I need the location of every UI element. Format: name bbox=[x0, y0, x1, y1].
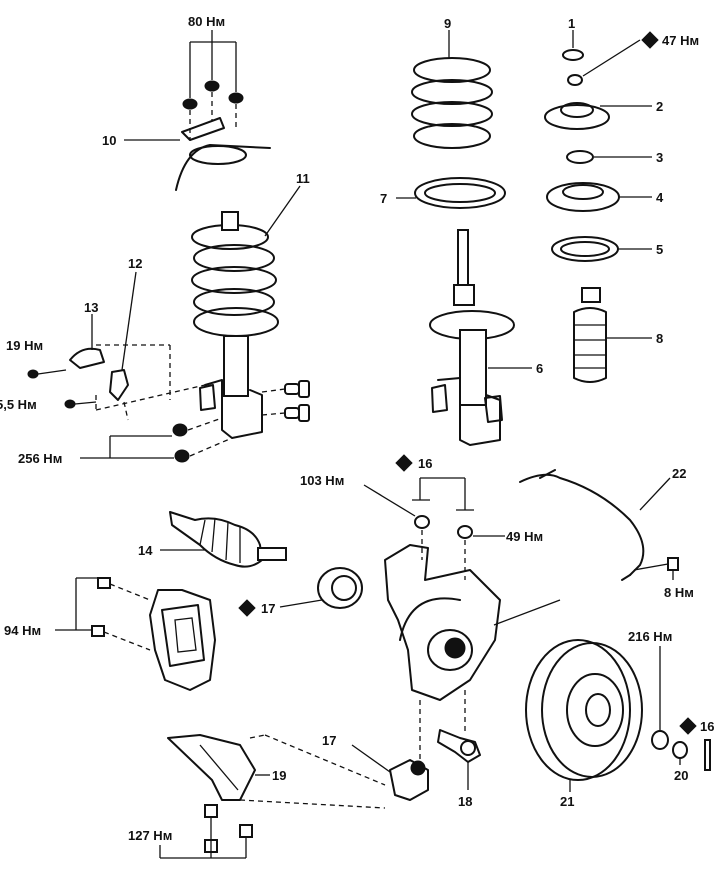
oil-seal-17 bbox=[279, 567, 363, 609]
torque-label-49: 49 Нм bbox=[506, 529, 543, 544]
part-label-12: 12 bbox=[128, 256, 142, 271]
strut-top-mount-10 bbox=[124, 30, 271, 191]
brake-disc-21 bbox=[525, 639, 643, 792]
part-label-7: 7 bbox=[380, 191, 387, 206]
torque-label-256: 256 Нм bbox=[18, 451, 62, 466]
abs-sensor-22 bbox=[519, 469, 679, 581]
part-label-8: 8 bbox=[656, 331, 663, 346]
torque-label-216: 216 Нм bbox=[628, 629, 672, 644]
part-label-11: 11 bbox=[296, 171, 310, 186]
upper-mount-stack bbox=[544, 30, 652, 383]
torque-label-103: 103 Нм bbox=[300, 473, 344, 488]
torque-label-80: 80 Нм bbox=[188, 14, 225, 29]
brake-caliper bbox=[55, 577, 216, 691]
torque-labels: 80 Нм 47 Нм 19 Нм 5,5 Нм 256 Нм 103 Нм 4… bbox=[0, 14, 699, 843]
part-label-22: 22 bbox=[672, 466, 686, 481]
coil-spring-9 bbox=[411, 30, 493, 149]
torque-label-19: 19 Нм bbox=[6, 338, 43, 353]
part-label-3: 3 bbox=[656, 150, 663, 165]
tie-rod-end-18 bbox=[437, 729, 481, 790]
part-label-21: 21 bbox=[560, 794, 574, 809]
lower-arm-19 bbox=[159, 734, 386, 859]
part-label-16-top: 16 bbox=[418, 456, 432, 471]
part-label-9: 9 bbox=[444, 16, 451, 31]
part-label-2: 2 bbox=[656, 99, 663, 114]
spring-seat-7 bbox=[396, 177, 506, 209]
hub-nut-20 bbox=[651, 646, 711, 771]
part-label-17-seal: 17 bbox=[261, 601, 275, 616]
part-label-14: 14 bbox=[138, 543, 153, 558]
part-label-4: 4 bbox=[656, 190, 664, 205]
part-label-17-joint: 17 bbox=[322, 733, 336, 748]
part-label-13: 13 bbox=[84, 300, 98, 315]
part-label-19: 19 bbox=[272, 768, 286, 783]
part-label-6: 6 bbox=[536, 361, 543, 376]
torque-label-5-5: 5,5 Нм bbox=[0, 397, 37, 412]
torque-label-127: 127 Нм bbox=[128, 828, 172, 843]
strut-assembly-11 bbox=[191, 185, 301, 439]
torque-label-47: 47 Нм bbox=[662, 33, 699, 48]
ball-joint-17 bbox=[351, 744, 429, 801]
part-label-1: 1 bbox=[568, 16, 575, 31]
shock-absorber-6 bbox=[429, 229, 532, 446]
steering-knuckle bbox=[363, 477, 561, 765]
part-label-18: 18 bbox=[458, 794, 472, 809]
part-label-10: 10 bbox=[102, 133, 116, 148]
part-label-16-right: 16 bbox=[700, 719, 714, 734]
torque-label-8: 8 Нм bbox=[664, 585, 694, 600]
part-label-5: 5 bbox=[656, 242, 663, 257]
strut-bolts bbox=[80, 380, 310, 463]
part-number-labels: 1 2 3 4 5 6 7 8 9 10 11 12 13 14 16 16 1… bbox=[84, 16, 714, 809]
sensor-bracket-12-13 bbox=[27, 271, 206, 421]
torque-label-94: 94 Нм bbox=[4, 623, 41, 638]
drive-shaft-14 bbox=[160, 511, 287, 568]
part-label-20: 20 bbox=[674, 768, 688, 783]
diamond-markers bbox=[238, 31, 697, 735]
